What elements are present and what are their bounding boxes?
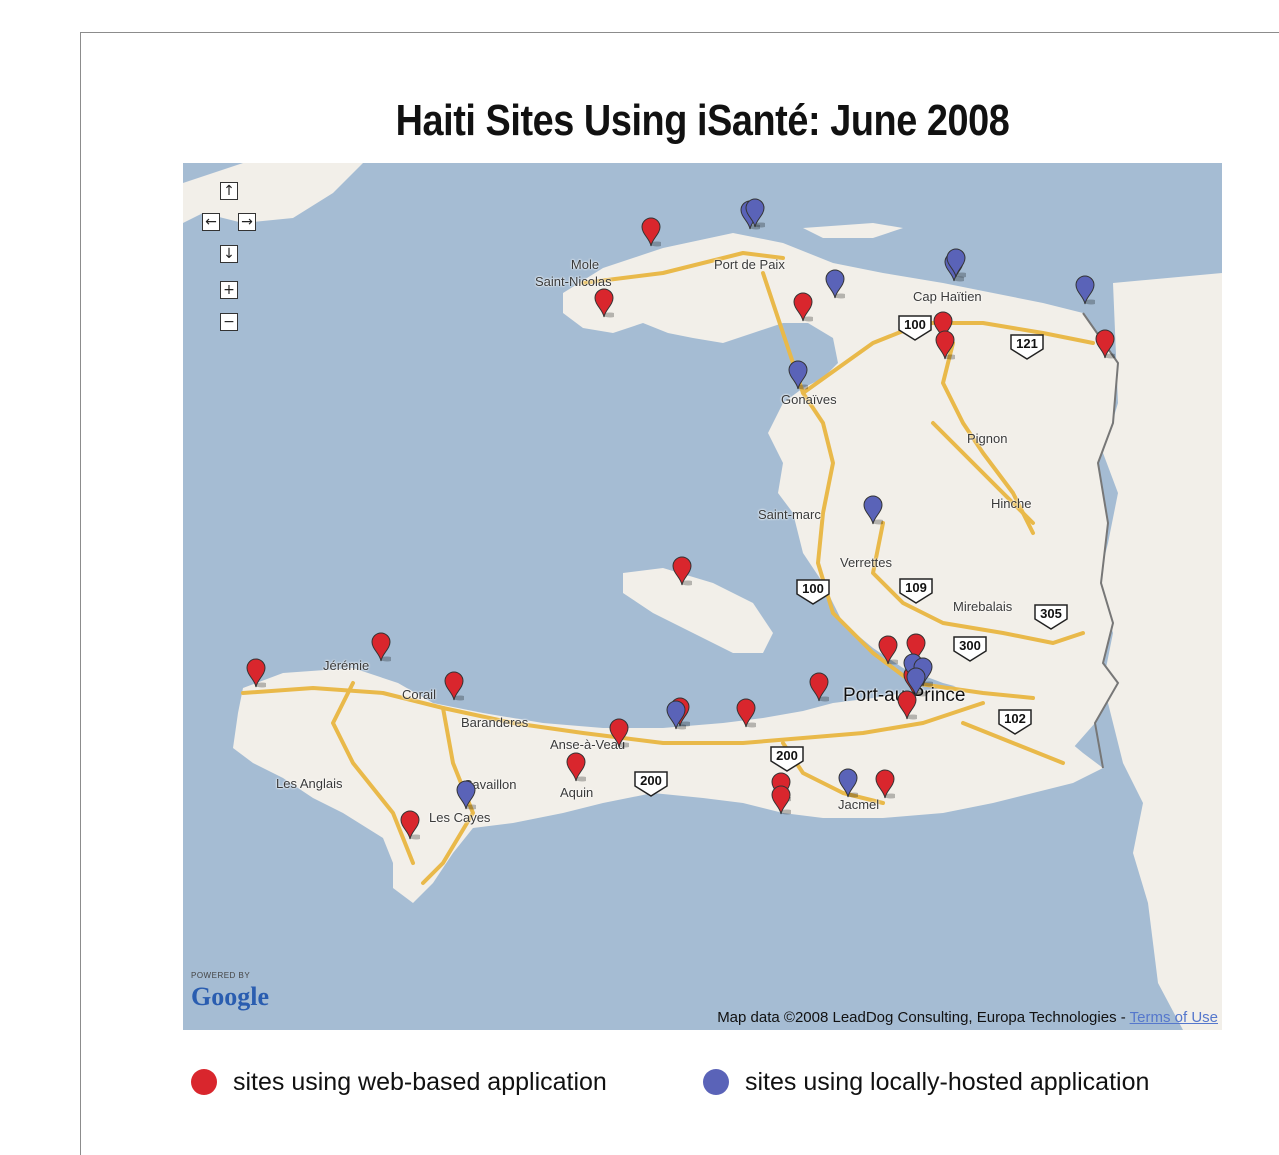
road-shield: 100 bbox=[796, 579, 830, 605]
web-site-pin[interactable] bbox=[566, 752, 586, 782]
pan-right-button[interactable]: → bbox=[238, 213, 256, 231]
map-attribution: Map data ©2008 LeadDog Consulting, Europ… bbox=[717, 1009, 1218, 1026]
place-verrettes: Verrettes bbox=[840, 555, 893, 570]
place-cap-haitien: Cap Haïtien bbox=[913, 289, 982, 304]
place-les-anglais: Les Anglais bbox=[276, 776, 343, 791]
map-base bbox=[183, 163, 1222, 1030]
web-site-pin[interactable] bbox=[875, 769, 895, 799]
road-shield: 100 bbox=[898, 315, 932, 341]
road-shield: 200 bbox=[634, 771, 668, 797]
web-site-pin[interactable] bbox=[594, 288, 614, 318]
place-baranderes: Baranderes bbox=[461, 715, 529, 730]
legend-local-label: sites using locally-hosted application bbox=[745, 1067, 1150, 1096]
local-site-pin[interactable] bbox=[825, 269, 845, 299]
local-site-pin[interactable] bbox=[666, 700, 686, 730]
legend-web: sites using web-based application bbox=[191, 1067, 607, 1097]
place-jacmel: Jacmel bbox=[838, 797, 880, 812]
local-site-pin[interactable] bbox=[745, 198, 765, 228]
road-shield: 300 bbox=[953, 636, 987, 662]
legend-web-dot bbox=[191, 1069, 217, 1095]
place-pignon: Pignon bbox=[967, 431, 1008, 446]
web-site-pin[interactable] bbox=[1095, 329, 1115, 359]
web-site-pin[interactable] bbox=[400, 810, 420, 840]
web-site-pin[interactable] bbox=[736, 698, 756, 728]
web-site-pin[interactable] bbox=[897, 690, 917, 720]
web-site-pin[interactable] bbox=[793, 292, 813, 322]
local-site-pin[interactable] bbox=[906, 667, 926, 697]
local-site-pin[interactable] bbox=[1075, 275, 1095, 305]
web-site-pin[interactable] bbox=[371, 632, 391, 662]
legend-web-label: sites using web-based application bbox=[233, 1067, 607, 1096]
web-site-pin[interactable] bbox=[935, 330, 955, 360]
google-logo: Google bbox=[191, 982, 269, 1011]
place-hinche: Hinche bbox=[991, 496, 1032, 511]
pan-left-button[interactable]: ← bbox=[202, 213, 220, 231]
local-site-pin[interactable] bbox=[946, 248, 966, 278]
web-site-pin[interactable] bbox=[444, 671, 464, 701]
attribution-text: Map data ©2008 LeadDog Consulting, Europ… bbox=[717, 1009, 1130, 1026]
road-shield: 121 bbox=[1010, 334, 1044, 360]
pan-up-button[interactable]: ↑ bbox=[220, 182, 238, 200]
place-cavaillon: Cavaillon bbox=[463, 777, 517, 792]
legend-local-dot bbox=[703, 1069, 729, 1095]
place-mole: Mole bbox=[570, 257, 600, 272]
place-jeremie: Jérémie bbox=[323, 658, 370, 673]
powered-by-label: POWERED BY bbox=[191, 971, 251, 980]
place-les-cayes: Les Cayes bbox=[429, 810, 491, 825]
place-saint-nicolas: Saint-Nicolas bbox=[535, 274, 612, 289]
road-shield: 109 bbox=[899, 578, 933, 604]
web-site-pin[interactable] bbox=[609, 718, 629, 748]
web-site-pin[interactable] bbox=[641, 217, 661, 247]
web-site-pin[interactable] bbox=[878, 635, 898, 665]
pan-down-button[interactable]: ↓ bbox=[220, 245, 238, 263]
zoom-out-button[interactable]: − bbox=[220, 313, 238, 331]
place-anse-a-veau: Anse-à-Veau bbox=[550, 737, 626, 752]
page-frame bbox=[80, 32, 1279, 1155]
terms-of-use-link[interactable]: Terms of Use bbox=[1129, 1009, 1218, 1026]
place-gonaives: Gonaïves bbox=[781, 392, 837, 407]
place-mirebalais: Mirebalais bbox=[953, 599, 1013, 614]
road-shield: 200 bbox=[770, 746, 804, 772]
local-site-pin[interactable] bbox=[863, 495, 883, 525]
place-saint-marc: Saint-marc bbox=[758, 507, 821, 522]
local-site-pin[interactable] bbox=[838, 768, 858, 798]
local-site-pin[interactable] bbox=[788, 360, 808, 390]
road-shield: 305 bbox=[1034, 604, 1068, 630]
web-site-pin[interactable] bbox=[672, 556, 692, 586]
zoom-in-button[interactable]: + bbox=[220, 281, 238, 299]
road-shield: 102 bbox=[998, 709, 1032, 735]
map-view[interactable]: ↑ ← → ↓ + − Mole Saint-Nicolas Port de P… bbox=[183, 163, 1222, 1030]
legend-local: sites using locally-hosted application bbox=[703, 1067, 1149, 1097]
place-corail: Corail bbox=[402, 687, 436, 702]
place-aquin: Aquin bbox=[560, 785, 594, 800]
web-site-pin[interactable] bbox=[771, 785, 791, 815]
place-port-de-paix: Port de Paix bbox=[714, 257, 785, 272]
page-title: Haiti Sites Using iSanté: June 2008 bbox=[395, 96, 1010, 145]
web-site-pin[interactable] bbox=[246, 658, 266, 688]
web-site-pin[interactable] bbox=[809, 672, 829, 702]
local-site-pin[interactable] bbox=[456, 780, 476, 810]
